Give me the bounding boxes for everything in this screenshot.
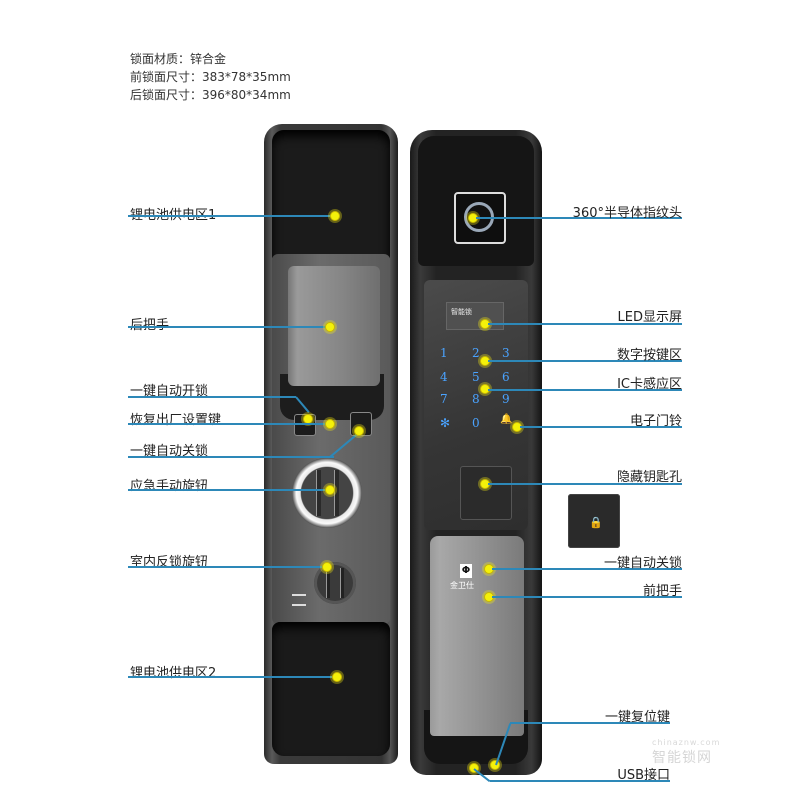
key-1: 1 xyxy=(440,346,448,360)
battery-compartment-2 xyxy=(272,622,390,756)
led-display-text: 智能锁 xyxy=(451,308,472,316)
spec-back-size: 后锁面尺寸：396*80*34mm xyxy=(130,88,291,102)
callout-line-auto-unlock xyxy=(128,396,296,398)
callout-line-doorbell xyxy=(520,426,682,428)
doorbell-icon: 🔔 xyxy=(500,414,513,425)
padlock-icon: 🔒 xyxy=(589,516,603,529)
indoor-deadlock-knob xyxy=(314,562,356,604)
key-6: 6 xyxy=(502,370,510,384)
callout-line-factory-reset xyxy=(128,423,328,425)
label-fingerprint: 360°半导体指纹头 xyxy=(572,206,682,221)
key-star: ✻ xyxy=(440,416,451,430)
label-reset-key: 一键复位键 xyxy=(604,710,670,725)
key-8: 8 xyxy=(472,392,480,406)
led-display: 智能锁 xyxy=(446,302,504,330)
key-2: 2 xyxy=(472,346,480,360)
callout-line-auto-lock-front xyxy=(492,568,682,570)
spec-block: 锁面材质：锌合金 前锁面尺寸：383*78*35mm 后锁面尺寸：396*80*… xyxy=(130,50,291,104)
label-auto-lock-back: 一键自动关锁 xyxy=(130,444,209,459)
callout-line-front-handle xyxy=(492,596,682,598)
callout-line-indoor-knob xyxy=(128,566,324,568)
marker-factory-reset xyxy=(325,419,335,429)
callout-line-led xyxy=(488,323,682,325)
label-factory-reset: 恢复出厂设置键 xyxy=(130,413,222,428)
marker-battery-2 xyxy=(332,672,342,682)
hidden-keyhole-cover xyxy=(460,466,512,520)
watermark-domain: chinaznw.com xyxy=(652,738,721,747)
label-battery-2: 锂电池供电区2 xyxy=(130,666,217,681)
key-9: 9 xyxy=(502,392,510,406)
label-front-handle: 前把手 xyxy=(642,584,682,599)
key-4: 4 xyxy=(440,370,448,384)
label-doorbell: 电子门铃 xyxy=(629,414,682,429)
key-7: 7 xyxy=(440,392,448,406)
brand-name: 金卫仕 xyxy=(450,581,474,590)
marker-reset-key xyxy=(490,760,500,770)
battery-compartment-1 xyxy=(272,130,390,262)
marker-auto-lock-back xyxy=(354,426,364,436)
marker-emergency-knob xyxy=(325,485,335,495)
watermark: chinaznw.com 智能锁网 xyxy=(652,738,720,767)
watermark-name: 智能锁网 xyxy=(652,750,712,766)
callout-line-emergency-knob xyxy=(128,489,328,491)
label-led: LED显示屏 xyxy=(617,310,682,325)
key-5: 5 xyxy=(472,370,480,384)
spec-front-size: 前锁面尺寸：383*78*35mm xyxy=(130,70,291,84)
callout-line-reset-key xyxy=(510,722,670,724)
callout-line-battery-1 xyxy=(128,215,334,217)
fingerprint-head xyxy=(418,136,534,266)
callout-line-usb xyxy=(490,780,670,782)
label-battery-1: 锂电池供电区1 xyxy=(130,208,217,223)
key-0: 0 xyxy=(472,416,480,430)
keyhole-cover-thumbnail: 🔒 xyxy=(568,494,620,548)
callout-line-ic-card xyxy=(488,389,682,391)
label-auto-unlock: 一键自动开锁 xyxy=(130,384,209,399)
callout-line-fingerprint xyxy=(476,217,682,219)
equals-mark-icon xyxy=(292,594,306,606)
label-usb: USB接口 xyxy=(617,768,670,783)
callout-line-keyhole xyxy=(488,483,682,485)
marker-battery-1 xyxy=(330,211,340,221)
front-handle: Φ 金卫仕 xyxy=(430,536,524,736)
emergency-knob xyxy=(292,458,362,528)
front-lock-panel: 智能锁 1 2 3 4 5 6 7 8 9 ✻ 0 🔔 Φ 金卫仕 xyxy=(410,130,542,775)
label-emergency-knob: 应急手动旋钮 xyxy=(130,479,209,494)
marker-back-handle xyxy=(325,322,335,332)
callout-line-auto-lock-back xyxy=(128,456,334,458)
label-ic-card: IC卡感应区 xyxy=(617,377,682,392)
marker-indoor-knob xyxy=(322,562,332,572)
label-keypad: 数字按键区 xyxy=(616,348,682,363)
marker-usb xyxy=(469,763,479,773)
callout-line-battery-2 xyxy=(128,676,336,678)
keypad-panel: 智能锁 1 2 3 4 5 6 7 8 9 ✻ 0 🔔 xyxy=(424,280,528,530)
key-3: 3 xyxy=(502,346,510,360)
label-keyhole: 隐藏钥匙孔 xyxy=(616,470,682,485)
brand-logo-icon: Φ xyxy=(460,564,472,578)
label-auto-lock-front: 一键自动关锁 xyxy=(603,556,682,571)
callout-line-back-handle xyxy=(128,326,330,328)
spec-material: 锁面材质：锌合金 xyxy=(130,52,227,66)
callout-line-keypad xyxy=(488,360,682,362)
label-back-handle: 后把手 xyxy=(130,314,169,333)
